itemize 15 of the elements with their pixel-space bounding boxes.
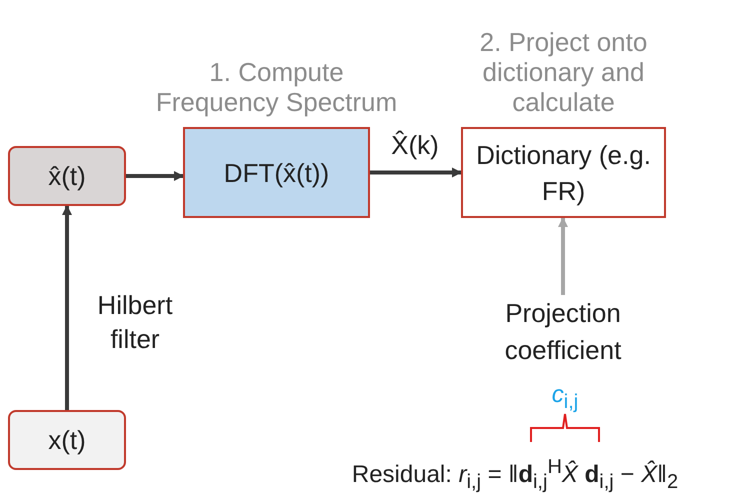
arrow bbox=[558, 217, 568, 295]
node-label: x(t) bbox=[48, 424, 86, 457]
residual-formula: Residual: r$_{i,j}$ = ‖d$_{i,j}$$^{H}$X̂ d$_{i,j}$ − X̂‖$_{2}$ bbox=[350, 455, 680, 495]
signal-box bbox=[8, 410, 126, 470]
arrow bbox=[62, 205, 72, 410]
signal-box bbox=[8, 146, 126, 206]
node-text: Projection coefficient bbox=[504, 297, 622, 367]
step-heading: 2. Project onto dictionary and calculate bbox=[478, 27, 648, 117]
node-label: x̂(t) bbox=[48, 160, 86, 193]
math-symbol: c$_{i,j}$ bbox=[550, 380, 580, 415]
arrow bbox=[126, 171, 184, 181]
node-label: DFT(x̂(t)) bbox=[224, 156, 330, 190]
node-label: Dictionary (e.g. FR) bbox=[475, 138, 652, 208]
step-heading: 1. Compute Frequency Spectrum bbox=[155, 57, 398, 117]
arrow bbox=[370, 168, 462, 178]
